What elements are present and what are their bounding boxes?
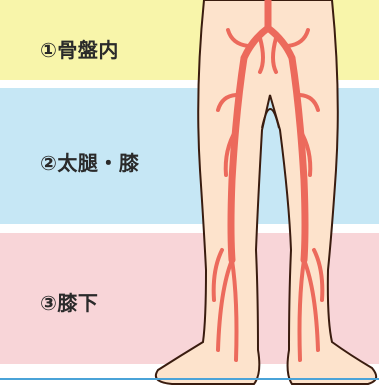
bottom-rule bbox=[0, 378, 379, 380]
legs-silhouette bbox=[156, 0, 376, 384]
